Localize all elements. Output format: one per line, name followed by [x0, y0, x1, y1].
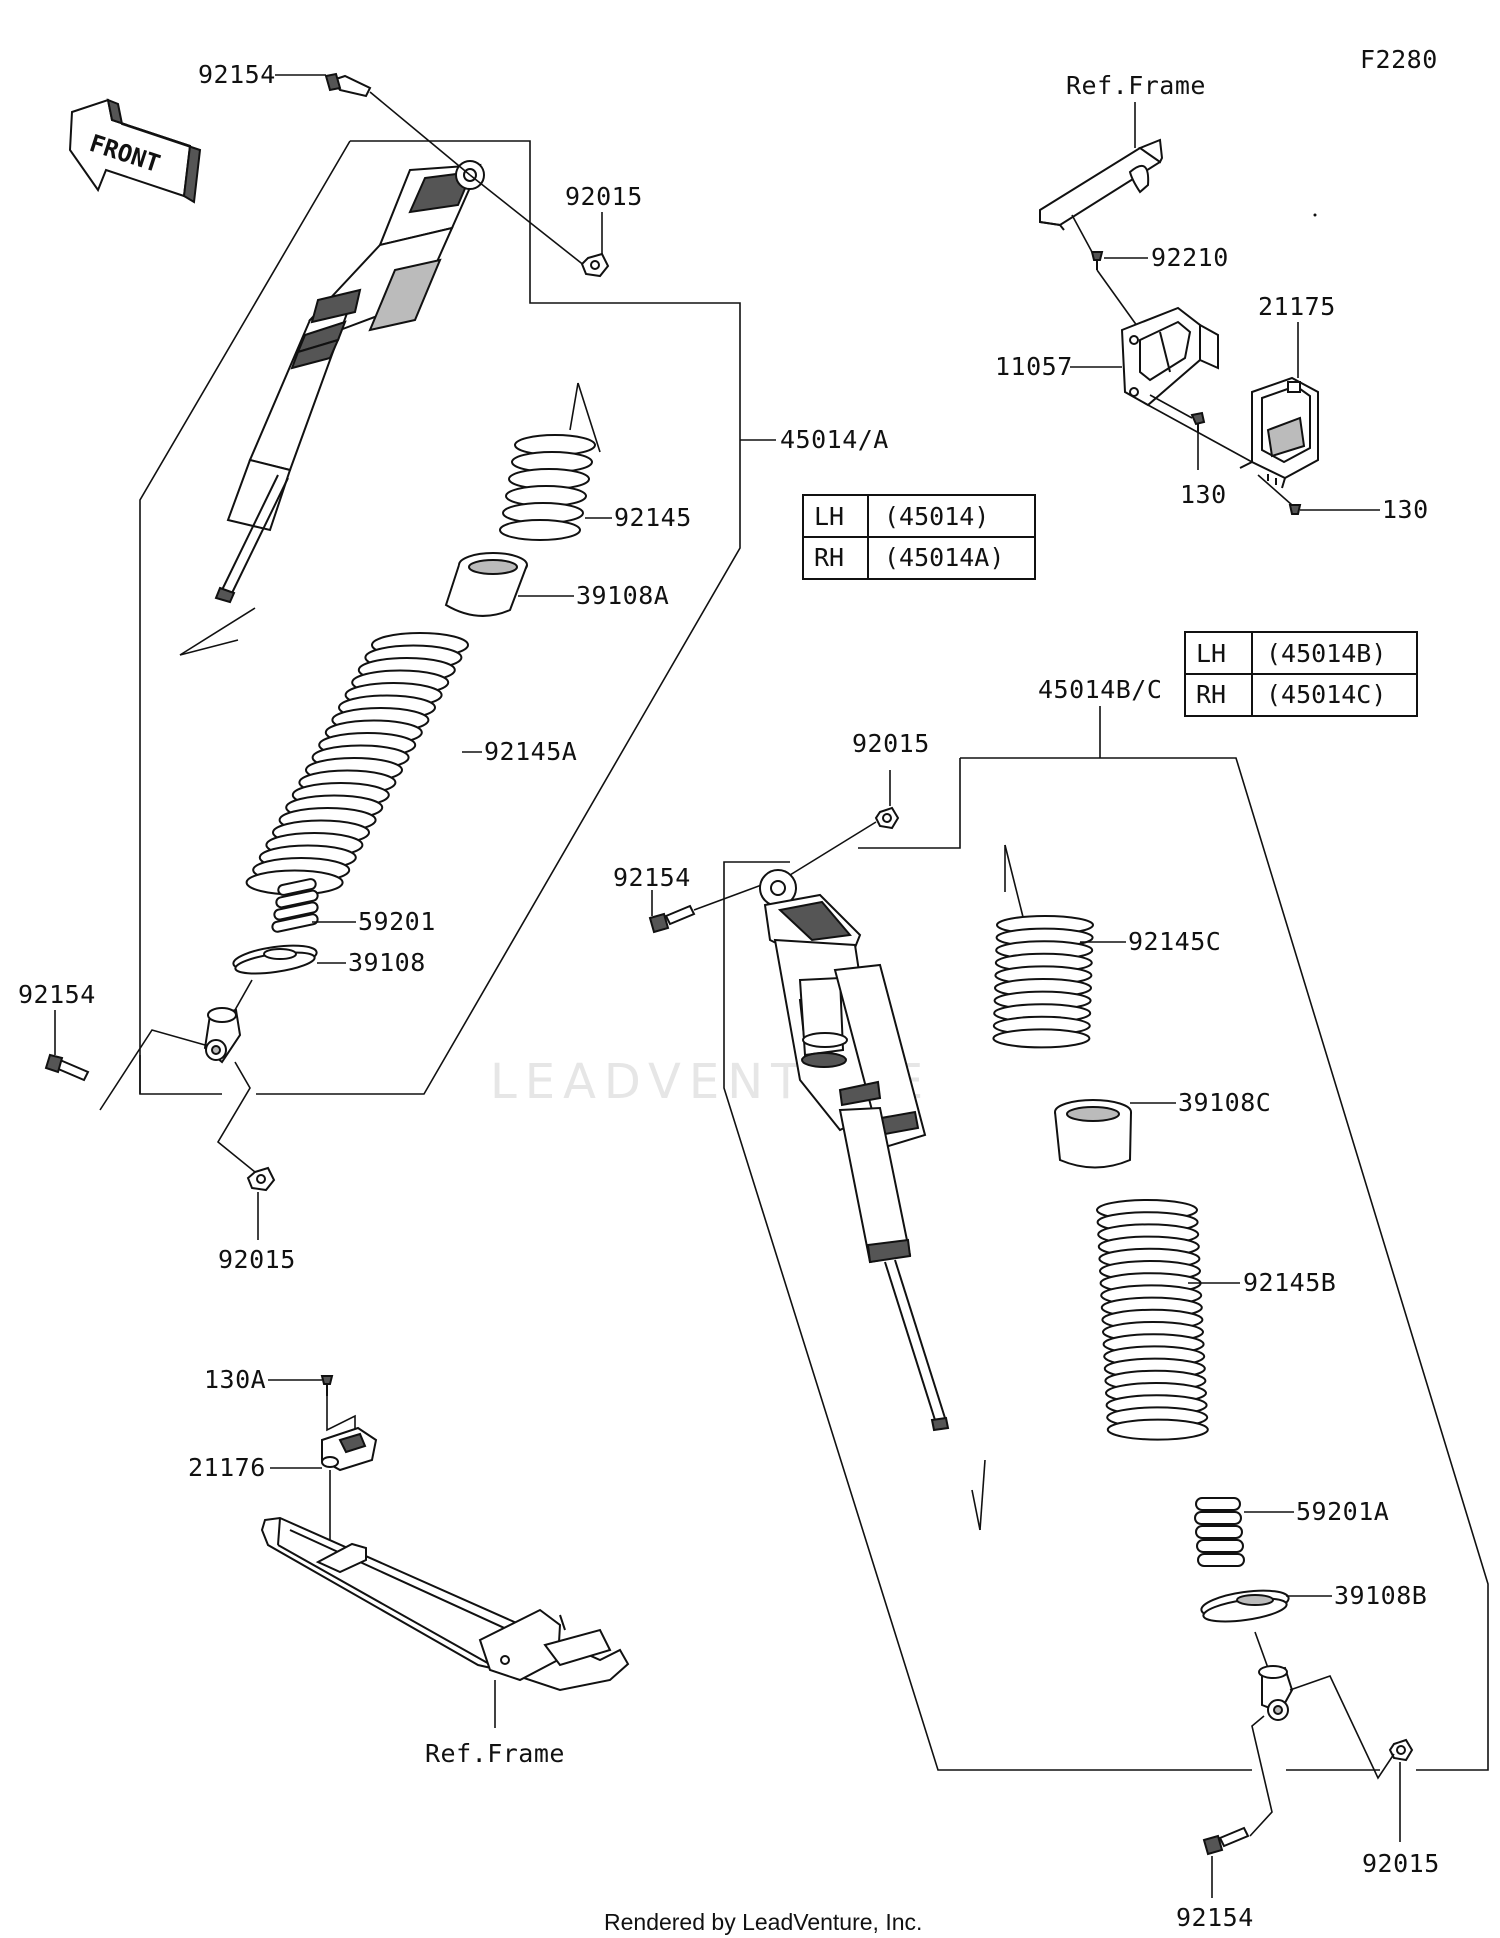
spring-coil	[992, 1028, 1091, 1049]
label-21175: 21175	[1258, 292, 1336, 321]
sensor-frame-group: 130A 21176 Ref.Frame	[188, 1365, 630, 1768]
spring-92145C	[992, 915, 1094, 1049]
frame-rail-bottom	[260, 1516, 630, 1692]
figure-code: F2280	[1360, 45, 1438, 74]
label-92145B: 92145B	[1243, 1268, 1336, 1297]
label-39108: 39108	[348, 948, 426, 977]
label-92154-top: 92154	[198, 60, 276, 89]
collar-39108A	[444, 552, 528, 617]
table-front-row2-side: RH	[814, 543, 844, 572]
table-front-lhrh: LH (45014) RH (45014A)	[802, 494, 1036, 580]
label-92154-mid: 92154	[613, 863, 691, 892]
front-shock-body	[214, 160, 485, 604]
label-45014BC: 45014B/C	[1038, 675, 1162, 704]
label-92154-left: 92154	[18, 980, 96, 1009]
ecu-bracket-group: Ref.Frame 92210 11057	[995, 71, 1429, 524]
group-outline-bottom-left	[139, 1055, 222, 1095]
screw-130A	[320, 1375, 334, 1396]
label-39108A: 39108A	[576, 581, 669, 610]
label-92145C: 92145C	[1128, 927, 1221, 956]
spring-92145B	[1096, 1199, 1209, 1441]
group-outline-right	[256, 140, 741, 1095]
label-130-b: 130	[1382, 495, 1429, 524]
nut-92015-mid	[874, 806, 900, 830]
label-92145A: 92145A	[484, 737, 577, 766]
nut-92015-top	[580, 252, 610, 278]
spring-92145A	[245, 632, 469, 896]
bump-stop-59201	[271, 878, 319, 933]
rear-shock-group: 45014B/C 92015 92154	[613, 675, 1489, 1932]
table-rear-lhrh: LH (45014B) RH (45014C)	[1184, 631, 1418, 717]
collar-39108C	[1054, 1099, 1132, 1169]
table-rear-row1-part: (45014B)	[1266, 639, 1386, 668]
rear-shock-body	[759, 869, 950, 1432]
front-shock-group: 45014/A 92154	[18, 60, 889, 1274]
bracket-11057	[1120, 306, 1219, 407]
label-39108C: 39108C	[1178, 1088, 1271, 1117]
screw-130-a	[1190, 411, 1206, 432]
group-outline-left	[139, 140, 351, 1094]
table-rear-row2-side: RH	[1196, 680, 1226, 709]
ecu-21175	[1239, 376, 1319, 489]
label-45014A: 45014/A	[780, 425, 889, 454]
bump-stop-59201A	[1194, 1497, 1245, 1567]
table-rear-row1-side: LH	[1196, 639, 1226, 668]
footer-credit: Rendered by LeadVenture, Inc.	[604, 1909, 922, 1935]
label-59201A: 59201A	[1296, 1497, 1389, 1526]
label-59201: 59201	[358, 907, 436, 936]
screw-130-b	[1288, 504, 1302, 515]
bolt-92154-left	[44, 1053, 90, 1082]
table-front-row2-part: (45014A)	[884, 543, 1004, 572]
frame-rail-top	[1039, 138, 1164, 231]
spring-coil	[1106, 1418, 1209, 1441]
lower-eyelet	[203, 979, 253, 1064]
label-11057: 11057	[995, 352, 1073, 381]
label-ref-frame-bottom: Ref.Frame	[425, 1739, 565, 1768]
spring-seat-39108	[232, 944, 318, 975]
label-92145: 92145	[614, 503, 692, 532]
label-21176: 21176	[188, 1453, 266, 1482]
label-92210: 92210	[1151, 243, 1229, 272]
screw-92210	[1090, 251, 1104, 270]
spring-seat-39108B	[1200, 1589, 1290, 1623]
bolt-92154-bottom	[1202, 1826, 1250, 1856]
front-arrow-icon: FRONT	[68, 98, 202, 204]
spring-92145	[499, 434, 596, 541]
label-39108B: 39108B	[1334, 1581, 1427, 1610]
nut-92015-bottom	[1388, 1738, 1414, 1762]
nut-92015-left	[246, 1166, 276, 1192]
label-92015-top: 92015	[565, 182, 643, 211]
lower-eyelet-rear	[1254, 1631, 1294, 1721]
sensor-21176	[321, 1426, 378, 1472]
label-92015-mid: 92015	[852, 729, 930, 758]
group-outline-right	[960, 757, 1489, 1771]
label-130A: 130A	[204, 1365, 266, 1394]
label-92154-bottom: 92154	[1176, 1903, 1254, 1932]
table-rear-row2-part: (45014C)	[1266, 680, 1386, 709]
bolt-92154-top	[324, 72, 372, 98]
label-130-a: 130	[1180, 480, 1227, 509]
label-92015-left: 92015	[218, 1245, 296, 1274]
bolt-92154-mid	[648, 904, 696, 934]
label-ref-frame-top: Ref.Frame	[1066, 71, 1206, 100]
table-front-row1-side: LH	[814, 502, 844, 531]
label-92015-bottom: 92015	[1362, 1849, 1440, 1878]
table-front-row1-part: (45014)	[884, 502, 989, 531]
